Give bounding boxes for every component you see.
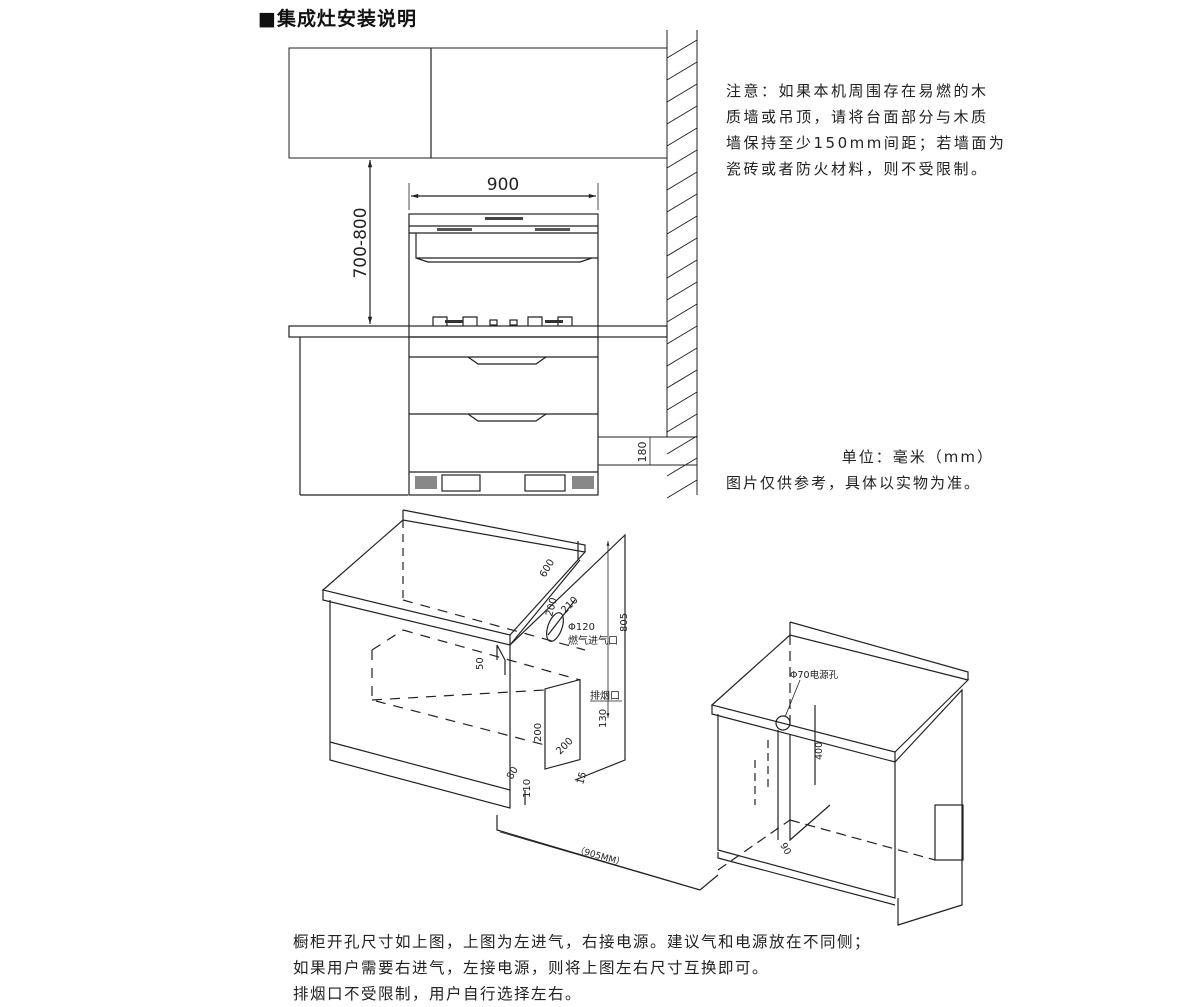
- wall-hatch-line: [666, 325, 698, 345]
- front-elevation: 700-800 900 180: [288, 30, 698, 499]
- wall-hatch-line: [666, 259, 698, 279]
- left-cabinet-isometric: 600 200 210 805 50 200 200 130 15 80 110…: [321, 509, 719, 891]
- gas-hole-diameter: Φ120: [568, 622, 595, 633]
- unit-note: 单位：毫米（mm） 图片仅供参考，具体以实物为准。: [726, 444, 994, 496]
- page-title: ■集成灶安装说明: [258, 8, 417, 30]
- wall-hatch-line: [666, 369, 698, 389]
- wall-hatch-line: [666, 39, 698, 59]
- spacing-dimension: （905MM）: [574, 844, 626, 869]
- caution-line: 质墙或吊顶，请将台面部分与木质: [726, 108, 989, 126]
- instruction-line: 如果用户需要右进气，左接电源，则将上图左右尺寸互换即可。: [293, 959, 770, 977]
- wall-hatch-line: [666, 281, 698, 301]
- wall-hatch-line: [666, 193, 698, 213]
- wall-hatch-line: [666, 61, 698, 81]
- upper-cabinet: [288, 47, 668, 159]
- dim-15: 15: [575, 771, 589, 786]
- dim-50: 50: [475, 657, 486, 670]
- dim-200-b: 200: [533, 723, 544, 742]
- exhaust-label: 排烟口: [590, 689, 620, 702]
- wall-hatch-line: [666, 171, 698, 191]
- dim-90: 90: [777, 841, 793, 857]
- right-cabinet-isometric: Φ70电源孔 400 90: [710, 621, 970, 926]
- wall-hatch-line: [666, 127, 698, 147]
- dim-200-c: 200: [554, 736, 575, 757]
- wall-hatch-line: [666, 413, 698, 433]
- power-hole-label: Φ70电源孔: [790, 669, 839, 681]
- wall-hatch-line: [666, 215, 698, 235]
- integrated-stove: [408, 213, 599, 496]
- instruction-line: 橱柜开孔尺寸如上图，上图为左进气，右接电源。建议气和电源放在不同侧；: [293, 933, 872, 951]
- wall-hatch-line: [666, 435, 698, 455]
- caution-line: 墙保持至少150mm间距；若墙面为: [726, 134, 1007, 152]
- wall-hatch-line: [666, 83, 698, 103]
- dim-600: 600: [538, 557, 557, 579]
- wall-hatch-line: [666, 105, 698, 125]
- wall-hatch-line: [666, 457, 698, 477]
- dim-210: 210: [559, 595, 580, 616]
- wall: [597, 30, 698, 499]
- dim-400: 400: [814, 742, 825, 760]
- wall-hatch-line: [666, 347, 698, 367]
- wall-hatch-line: [666, 149, 698, 169]
- wall-hatch-line: [666, 391, 698, 411]
- width-dimension: 900: [487, 175, 519, 195]
- caution-note: 注意：如果本机周围存在易燃的木 质墙或吊顶，请将台面部分与木质 墙保持至少150…: [726, 78, 1006, 182]
- dim-805: 805: [619, 613, 630, 632]
- dim-110: 110: [522, 779, 533, 798]
- dim-80: 80: [505, 765, 521, 782]
- caution-line: 瓷砖或者防火材料，则不受限制。: [726, 160, 989, 178]
- gas-inlet-label: 燃气进气口: [568, 634, 618, 647]
- wall-hatch-line: [666, 237, 698, 257]
- dim-200-a: 200: [544, 596, 560, 617]
- wall-hatch-line: [666, 303, 698, 323]
- countertop: [288, 325, 668, 338]
- wall-hatch-line: [666, 479, 698, 499]
- gap-dimension: 180: [636, 442, 649, 463]
- height-dimension: 700-800: [351, 207, 371, 278]
- caution-line: 注意：如果本机周围存在易燃的木: [726, 82, 989, 100]
- reference-disclaimer: 图片仅供参考，具体以实物为准。: [726, 474, 982, 492]
- instructions: 橱柜开孔尺寸如上图，上图为左进气，右接电源。建议气和电源放在不同侧； 如果用户需…: [293, 929, 871, 1007]
- instruction-line: 排烟口不受限制，用户自行选择左右。: [293, 985, 583, 1003]
- unit-label: 单位：毫米（mm）: [841, 448, 994, 466]
- dim-130: 130: [598, 709, 609, 728]
